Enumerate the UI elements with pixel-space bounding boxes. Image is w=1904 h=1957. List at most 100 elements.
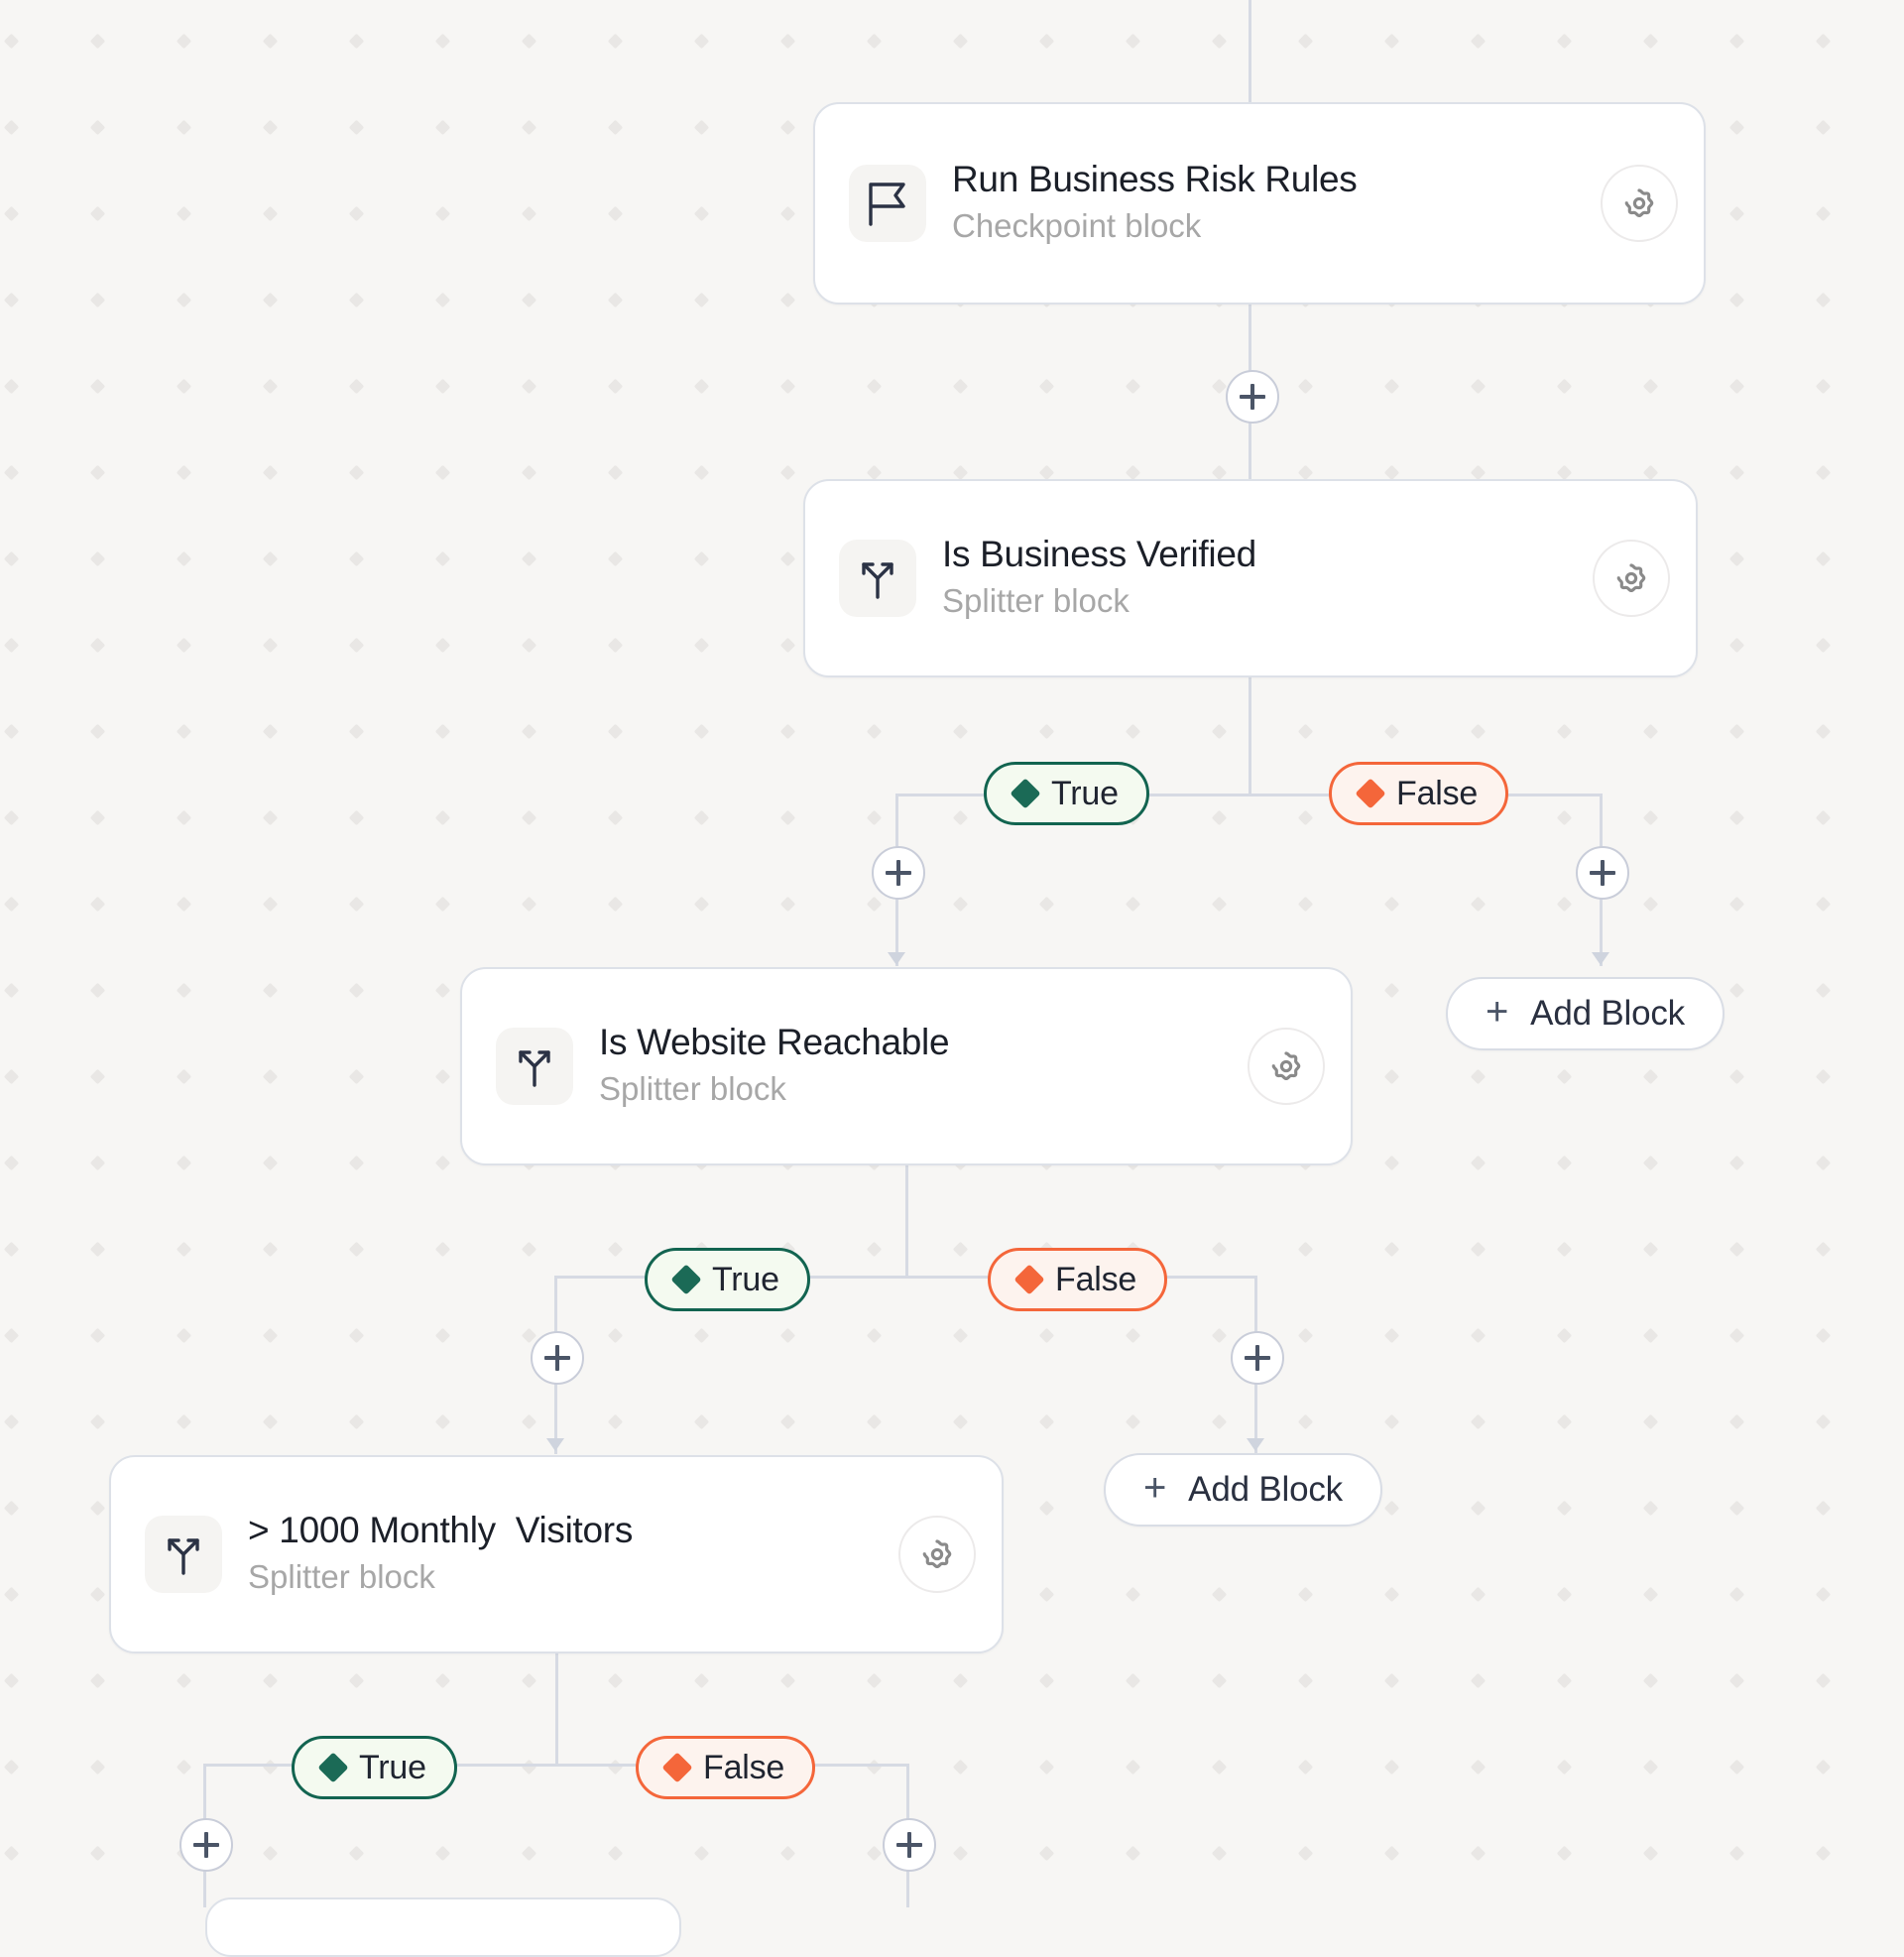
- grid-dot: [952, 896, 969, 913]
- grid-dot: [434, 723, 451, 740]
- false-diamond-icon: [1013, 1264, 1045, 1295]
- gear-icon[interactable]: [1248, 1028, 1325, 1105]
- grid-dot: [1470, 1759, 1487, 1775]
- add-node-button[interactable]: [883, 1818, 936, 1872]
- grid-dot: [176, 378, 192, 395]
- grid-dot: [1556, 1845, 1573, 1862]
- grid-dot: [779, 1672, 796, 1689]
- grid-dot: [952, 1413, 969, 1430]
- grid-dot: [521, 896, 537, 913]
- grid-dot: [952, 723, 969, 740]
- grid-dot: [1383, 982, 1400, 999]
- gear-icon[interactable]: [898, 1516, 976, 1593]
- add-node-button[interactable]: [531, 1331, 584, 1385]
- grid-dot: [176, 292, 192, 308]
- grid-dot: [1556, 1155, 1573, 1171]
- branch-badge-true[interactable]: True: [645, 1248, 810, 1311]
- grid-dot: [1211, 33, 1228, 50]
- branch-badge-true[interactable]: True: [984, 762, 1149, 825]
- grid-dot: [3, 1155, 20, 1171]
- grid-dot: [1038, 378, 1055, 395]
- grid-dot: [3, 982, 20, 999]
- gear-icon[interactable]: [1593, 540, 1670, 617]
- grid-dot: [607, 1672, 624, 1689]
- grid-dot: [1728, 982, 1745, 999]
- grid-dot: [779, 1845, 796, 1862]
- grid-dot: [866, 464, 883, 481]
- workflow-node-is-website-reachable[interactable]: Is Website Reachable Splitter block: [460, 967, 1353, 1165]
- grid-dot: [779, 33, 796, 50]
- branch-badge-true[interactable]: True: [292, 1736, 457, 1799]
- branch-label: True: [1051, 774, 1119, 812]
- connector-card4-stem: [555, 1653, 558, 1766]
- grid-dot: [779, 292, 796, 308]
- workflow-node-partial-offscreen[interactable]: [205, 1897, 681, 1957]
- add-node-button[interactable]: [179, 1818, 233, 1872]
- grid-dot: [1815, 809, 1832, 826]
- grid-dot: [866, 1327, 883, 1344]
- grid-dot: [1728, 378, 1745, 395]
- add-node-button[interactable]: [1576, 846, 1629, 900]
- grid-dot: [434, 1845, 451, 1862]
- gear-icon[interactable]: [1601, 165, 1678, 242]
- grid-dot: [1125, 378, 1141, 395]
- workflow-node-monthly-visitors-threshold[interactable]: > 1000 Monthly Visitors Splitter block: [109, 1455, 1004, 1653]
- grid-dot: [1728, 1068, 1745, 1085]
- grid-dot: [693, 378, 710, 395]
- add-node-button[interactable]: [1226, 370, 1279, 424]
- grid-dot: [434, 1068, 451, 1085]
- plus-icon: [544, 1345, 570, 1371]
- grid-dot: [1815, 1845, 1832, 1862]
- grid-dot: [1556, 1241, 1573, 1258]
- grid-dot: [348, 982, 365, 999]
- grid-dot: [1728, 1413, 1745, 1430]
- grid-dot: [1383, 1586, 1400, 1603]
- add-block-button[interactable]: + Add Block: [1104, 1453, 1382, 1527]
- grid-dot: [1815, 550, 1832, 567]
- grid-dot: [348, 550, 365, 567]
- grid-dot: [262, 119, 279, 136]
- grid-dot: [1556, 1327, 1573, 1344]
- grid-dot: [89, 723, 106, 740]
- plus-icon: [1245, 1345, 1270, 1371]
- grid-dot: [1211, 1672, 1228, 1689]
- grid-dot: [1728, 119, 1745, 136]
- node-subtitle: Splitter block: [599, 1070, 786, 1108]
- workflow-node-is-business-verified[interactable]: Is Business Verified Splitter block: [803, 479, 1698, 677]
- grid-dot: [1383, 1241, 1400, 1258]
- grid-dot: [262, 1413, 279, 1430]
- grid-dot: [779, 378, 796, 395]
- workflow-node-run-business-risk-rules[interactable]: Run Business Risk Rules Checkpoint block: [813, 102, 1706, 305]
- grid-dot: [348, 378, 365, 395]
- grid-dot: [521, 1327, 537, 1344]
- branch-badge-false[interactable]: False: [636, 1736, 816, 1799]
- grid-dot: [693, 1327, 710, 1344]
- grid-dot: [952, 378, 969, 395]
- grid-dot: [3, 637, 20, 654]
- grid-dot: [1470, 1327, 1487, 1344]
- grid-dot: [262, 1155, 279, 1171]
- grid-dot: [779, 205, 796, 222]
- grid-dot: [1556, 378, 1573, 395]
- add-node-button[interactable]: [872, 846, 925, 900]
- grid-dot: [607, 723, 624, 740]
- grid-dot: [1815, 1155, 1832, 1171]
- add-node-button[interactable]: [1231, 1331, 1284, 1385]
- grid-dot: [1038, 896, 1055, 913]
- grid-dot: [1815, 33, 1832, 50]
- grid-dot: [434, 119, 451, 136]
- branch-badge-false[interactable]: False: [988, 1248, 1168, 1311]
- grid-dot: [521, 637, 537, 654]
- add-block-button[interactable]: + Add Block: [1446, 977, 1725, 1050]
- grid-dot: [1815, 205, 1832, 222]
- grid-dot: [1728, 292, 1745, 308]
- grid-dot: [952, 809, 969, 826]
- grid-dot: [607, 33, 624, 50]
- grid-dot: [521, 205, 537, 222]
- false-diamond-icon: [1355, 778, 1386, 809]
- grid-dot: [1038, 1759, 1055, 1775]
- grid-dot: [607, 809, 624, 826]
- branch-badge-false[interactable]: False: [1329, 762, 1509, 825]
- grid-dot: [262, 1845, 279, 1862]
